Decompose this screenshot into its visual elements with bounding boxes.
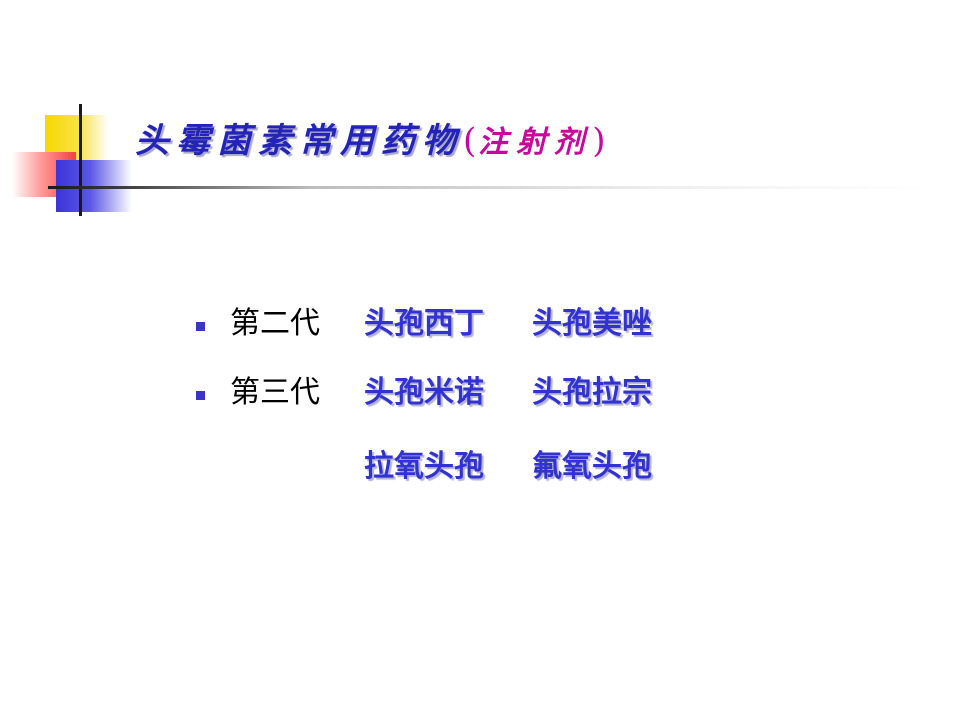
drug-name: 头孢美唑 — [532, 306, 652, 341]
title-paren-close: ) — [592, 121, 608, 161]
title-paren-open: ( — [463, 121, 479, 161]
drug-name: 拉氧头孢 — [364, 449, 484, 484]
slide-title-sub: 注射剂 — [478, 125, 593, 160]
square-bullet-icon — [196, 391, 205, 400]
decorative-vertical-line — [79, 104, 82, 216]
drug-name: 头孢拉宗 — [532, 375, 652, 410]
drug-name: 头孢西丁 — [364, 306, 484, 341]
slide-title: 头霉菌素常用药物(注射剂) — [135, 124, 608, 158]
generation-label: 第三代 — [230, 375, 320, 410]
title-underline-divider — [48, 186, 928, 189]
generation-label: 第二代 — [230, 306, 320, 341]
drug-name: 头孢米诺 — [364, 375, 484, 410]
drug-name: 氟氧头孢 — [532, 449, 652, 484]
square-bullet-icon — [196, 322, 205, 331]
slide-title-main: 头霉菌素常用药物 — [135, 121, 463, 161]
